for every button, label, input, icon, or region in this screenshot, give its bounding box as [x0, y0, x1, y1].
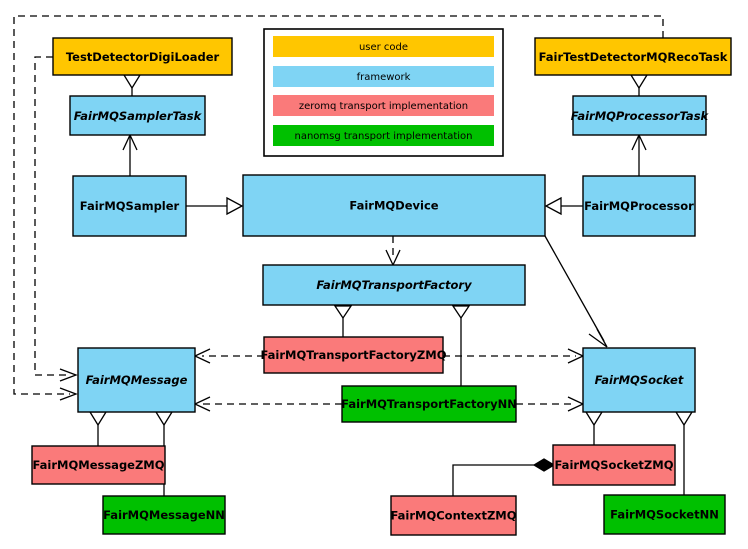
- node-box[interactable]: [582, 175, 696, 237]
- node-label: FairMQMessageNN: [103, 508, 225, 522]
- node-box[interactable]: [341, 385, 517, 423]
- legend-item-zeromq: zeromq transport implementation: [273, 95, 494, 116]
- node-label: FairMQSocketNN: [610, 508, 719, 522]
- node-label: FairMQMessageZMQ: [32, 458, 164, 472]
- edge-transportfactorynn-to-message: [193, 396, 342, 412]
- node-box[interactable]: [263, 336, 444, 374]
- edge-processor-to-device: [544, 196, 583, 216]
- edge-socketzmq-to-socket: [584, 411, 604, 445]
- node-fairmqsocketnn[interactable]: FairMQSocketNN: [603, 494, 726, 535]
- node-box[interactable]: [262, 264, 526, 306]
- node-fairmqtransportfactory[interactable]: FairMQTransportFactory: [262, 264, 526, 306]
- node-fairmqmessagezmq[interactable]: FairMQMessageZMQ: [31, 445, 166, 485]
- edge-digiloader-to-message: [34, 56, 78, 382]
- node-fairmqsocket[interactable]: FairMQSocket: [582, 347, 696, 413]
- node-testdetectordigiloader[interactable]: TestDetectorDigiLoader: [52, 37, 233, 76]
- node-label: FairMQSocketZMQ: [555, 458, 674, 472]
- node-layer: TestDetectorDigiLoader FairMQSamplerTask…: [31, 37, 732, 536]
- edge-processor-to-processortask: [631, 133, 647, 176]
- node-box[interactable]: [582, 347, 696, 413]
- edge-device-to-transportfactory: [385, 236, 401, 267]
- legend-label: user code: [359, 42, 408, 53]
- edge-transportfactoryzmq-to-transportfactory: [333, 305, 353, 337]
- edge-processortask-to-recotask: [629, 74, 649, 96]
- edge-samplertask-to-digiloader: [122, 74, 142, 96]
- node-label: TestDetectorDigiLoader: [66, 50, 220, 64]
- node-label: FairMQDevice: [349, 199, 438, 213]
- node-label: FairMQMessage: [86, 373, 188, 387]
- node-box[interactable]: [242, 174, 546, 237]
- node-label: FairMQSamplerTask: [74, 109, 203, 123]
- edge-recotask-to-message: [13, 15, 664, 401]
- node-label: FairMQProcessor: [584, 199, 694, 213]
- node-label: FairMQTransportFactory: [316, 278, 472, 292]
- node-box[interactable]: [102, 495, 226, 535]
- node-label: FairMQSocket: [595, 373, 684, 387]
- node-label: FairMQSampler: [80, 199, 180, 213]
- node-fairtestdetectormqrecotask[interactable]: FairTestDetectorMQRecoTask: [534, 37, 732, 76]
- node-fairmqprocessortask[interactable]: FairMQProcessorTask: [571, 95, 710, 136]
- node-label: FairMQContextZMQ: [390, 509, 516, 523]
- legend-label: zeromq transport implementation: [299, 101, 468, 112]
- legend-label: framework: [357, 72, 411, 83]
- edge-sampler-to-samplertask: [122, 133, 138, 176]
- node-fairmqmessagenn[interactable]: FairMQMessageNN: [102, 495, 226, 535]
- edge-sampler-to-device: [186, 196, 244, 216]
- edge-contextzmq-to-socketzmq: [452, 458, 556, 496]
- edge-device-to-socket: [544, 235, 608, 348]
- node-box[interactable]: [31, 445, 166, 485]
- node-box[interactable]: [77, 347, 196, 413]
- node-box[interactable]: [603, 494, 726, 535]
- legend-swatch-zeromq: [273, 95, 494, 116]
- node-fairmqsamplertask[interactable]: FairMQSamplerTask: [69, 95, 206, 136]
- node-fairmqcontextzmq[interactable]: FairMQContextZMQ: [390, 495, 517, 536]
- edge-socketnn-to-socket: [674, 411, 694, 495]
- node-fairmqprocessor[interactable]: FairMQProcessor: [582, 175, 696, 237]
- node-fairmqtransportfactoryzmq[interactable]: FairMQTransportFactoryZMQ: [260, 336, 447, 374]
- legend-swatch-nanomsg: [273, 125, 494, 146]
- edge-transportfactorynn-to-socket: [516, 396, 585, 412]
- edge-messagezmq-to-message: [88, 411, 108, 446]
- node-fairmqmessage[interactable]: FairMQMessage: [77, 347, 196, 413]
- edge-transportfactorynn-to-transportfactory: [451, 305, 471, 386]
- node-box[interactable]: [72, 175, 187, 237]
- node-box[interactable]: [534, 37, 732, 76]
- legend-swatch-user-code: [273, 36, 494, 57]
- legend-label: nanomsg transport implementation: [294, 131, 472, 142]
- node-box[interactable]: [52, 37, 233, 76]
- legend-swatch-framework: [273, 66, 494, 87]
- node-label: FairMQProcessorTask: [571, 109, 710, 123]
- legend: user code framework zeromq transport imp…: [263, 28, 504, 157]
- edge-transportfactoryzmq-to-message: [193, 348, 264, 364]
- node-label: FairMQTransportFactoryNN: [341, 397, 517, 411]
- node-box[interactable]: [390, 495, 517, 536]
- node-box[interactable]: [572, 95, 707, 136]
- edge-transportfactoryzmq-to-socket: [443, 348, 585, 364]
- node-fairmqdevice[interactable]: FairMQDevice: [242, 174, 546, 237]
- node-box[interactable]: [69, 95, 206, 136]
- node-fairmqtransportfactorynn[interactable]: FairMQTransportFactoryNN: [341, 385, 517, 423]
- node-fairmqsocketzmq[interactable]: FairMQSocketZMQ: [552, 444, 676, 486]
- legend-item-framework: framework: [273, 66, 494, 87]
- legend-item-user-code: user code: [273, 36, 494, 57]
- node-box[interactable]: [552, 444, 676, 486]
- node-label: FairMQTransportFactoryZMQ: [260, 348, 446, 362]
- legend-item-nanomsg: nanomsg transport implementation: [273, 125, 494, 146]
- node-fairmqsampler[interactable]: FairMQSampler: [72, 175, 187, 237]
- node-label: FairTestDetectorMQRecoTask: [539, 50, 728, 64]
